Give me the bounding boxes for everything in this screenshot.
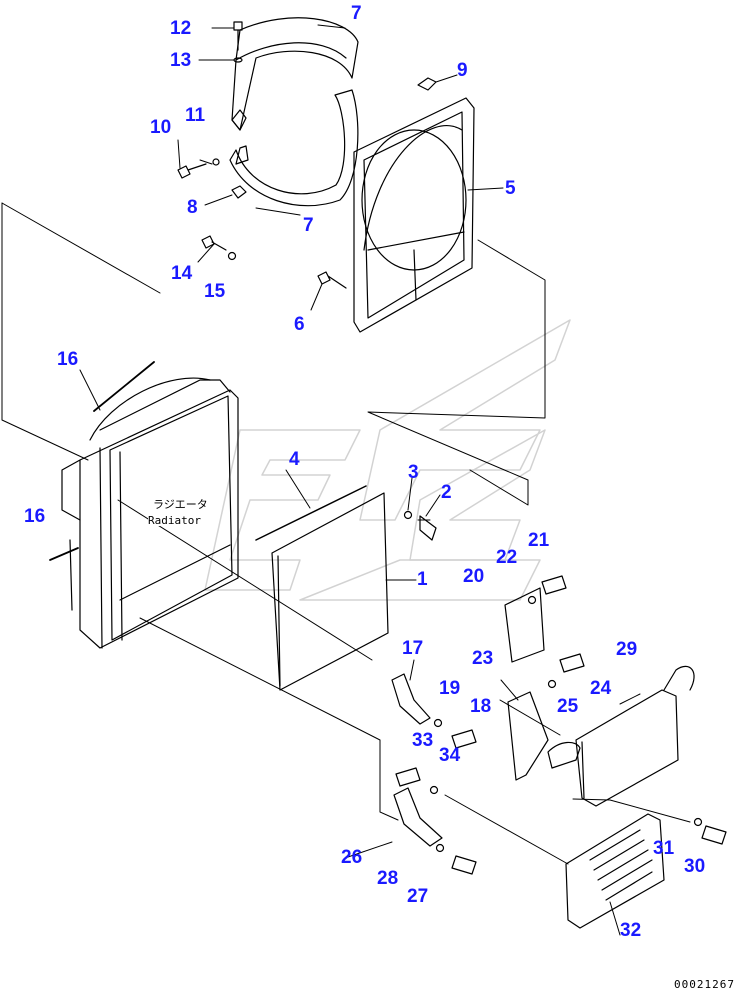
fan-guard-frame xyxy=(353,97,475,333)
fan-shroud-upper xyxy=(231,17,359,131)
callout-6[interactable]: 6 xyxy=(294,314,305,335)
callout-5[interactable]: 5 xyxy=(505,178,516,199)
callout-11[interactable]: 11 xyxy=(185,105,206,126)
callout-28[interactable]: 28 xyxy=(377,868,399,889)
bracket-23 xyxy=(507,691,549,781)
callout-13[interactable]: 13 xyxy=(170,50,192,71)
callout-16-upper[interactable]: 16 xyxy=(57,349,79,370)
callout-15[interactable]: 15 xyxy=(204,281,226,302)
callout-7-lower[interactable]: 7 xyxy=(303,215,314,236)
radiator-label-en: Radiator xyxy=(148,514,201,527)
callout-27[interactable]: 27 xyxy=(407,886,429,907)
rod-16-lower xyxy=(49,547,79,561)
callout-30[interactable]: 30 xyxy=(684,856,706,877)
clip-9 xyxy=(417,77,437,91)
radiator-label-jp: ラジエータ xyxy=(153,498,208,511)
callout-25[interactable]: 25 xyxy=(557,696,579,717)
bolts xyxy=(177,21,347,289)
callout-10[interactable]: 10 xyxy=(150,117,172,138)
callout-21[interactable]: 21 xyxy=(528,530,550,551)
callout-18[interactable]: 18 xyxy=(470,696,492,717)
strip-4 xyxy=(255,485,367,541)
callout-29[interactable]: 29 xyxy=(616,639,638,660)
callout-31[interactable]: 31 xyxy=(653,838,675,859)
callout-16-lower[interactable]: 16 xyxy=(24,506,46,527)
cover-net xyxy=(565,813,665,929)
bracket-26 xyxy=(393,787,443,847)
bracket-17 xyxy=(391,673,431,725)
callout-22[interactable]: 22 xyxy=(496,547,518,568)
drawing-number: 00021267 xyxy=(674,978,735,991)
fan-shroud-lower xyxy=(229,89,359,207)
rod-16-upper xyxy=(93,361,155,412)
watermark-logo xyxy=(204,319,571,601)
assembly-lines xyxy=(1,202,691,865)
callout-34[interactable]: 34 xyxy=(439,745,461,766)
leader-lines xyxy=(79,24,641,936)
callout-14[interactable]: 14 xyxy=(171,263,193,284)
callout-2[interactable]: 2 xyxy=(441,482,452,503)
callout-12[interactable]: 12 xyxy=(170,18,192,39)
callout-1[interactable]: 1 xyxy=(417,569,428,590)
callout-26[interactable]: 26 xyxy=(341,847,363,868)
callout-8[interactable]: 8 xyxy=(187,197,198,218)
callout-7-upper[interactable]: 7 xyxy=(351,3,362,24)
callout-23[interactable]: 23 xyxy=(472,648,494,669)
callout-32[interactable]: 32 xyxy=(620,920,642,941)
callout-33[interactable]: 33 xyxy=(412,730,434,751)
bolt-2 xyxy=(419,515,437,541)
callout-19[interactable]: 19 xyxy=(439,678,461,699)
washer-3 xyxy=(403,510,413,520)
small-bolts xyxy=(395,575,727,875)
callout-20[interactable]: 20 xyxy=(463,566,485,587)
clip-8 xyxy=(231,185,247,199)
aftercooler xyxy=(547,665,695,807)
screen-panel xyxy=(271,492,389,691)
callout-4[interactable]: 4 xyxy=(289,449,300,470)
bracket-20 xyxy=(504,587,545,663)
callout-3[interactable]: 3 xyxy=(408,462,419,483)
radiator-core xyxy=(61,377,239,649)
callout-24[interactable]: 24 xyxy=(590,678,612,699)
callout-9[interactable]: 9 xyxy=(457,60,468,81)
callout-17[interactable]: 17 xyxy=(402,638,424,659)
